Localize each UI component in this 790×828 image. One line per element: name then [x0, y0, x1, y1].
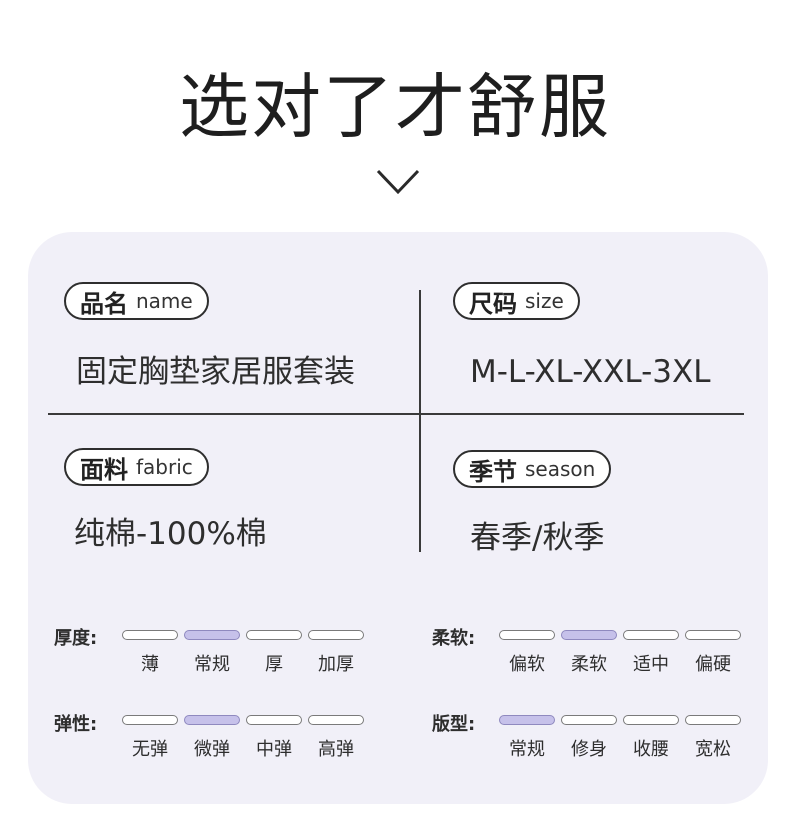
- rating-label: 柔软:: [432, 628, 476, 649]
- size-label-cn: 尺码: [469, 289, 517, 318]
- horizontal-divider: [48, 413, 744, 415]
- rating-pill: [623, 630, 679, 640]
- rating-pill: [246, 715, 302, 725]
- rating-pill: [184, 630, 240, 640]
- size-tag: 尺码 size: [453, 282, 580, 320]
- fabric-tag: 面料 fabric: [64, 448, 209, 486]
- rating-option: 常规: [509, 739, 545, 760]
- rating-option: 微弹: [194, 739, 230, 760]
- season-tag: 季节 season: [453, 450, 612, 488]
- rating-label: 厚度:: [54, 628, 98, 649]
- name-value: 固定胸垫家居服套装: [76, 354, 355, 390]
- rating-option: 常规: [194, 654, 230, 675]
- fabric-label-en: fabric: [136, 455, 193, 479]
- season-value: 春季/秋季: [470, 520, 605, 556]
- rating-option: 收腰: [633, 739, 669, 760]
- size-label-en: size: [525, 289, 564, 313]
- rating-pill: [184, 715, 240, 725]
- rating-option: 偏硬: [695, 654, 731, 675]
- rating-option: 薄: [141, 654, 159, 675]
- fabric-label-cn: 面料: [80, 455, 128, 484]
- fabric-value: 纯棉-100%棉: [74, 516, 267, 552]
- rating-pill: [685, 715, 741, 725]
- rating-pill: [122, 715, 178, 725]
- rating-pill: [308, 715, 364, 725]
- rating-option: 厚: [265, 654, 283, 675]
- rating-option: 修身: [571, 739, 607, 760]
- season-label-en: season: [525, 457, 596, 481]
- size-value: M-L-XL-XXL-3XL: [470, 354, 711, 390]
- rating-pill: [685, 630, 741, 640]
- chevron-down-icon: [376, 169, 420, 195]
- rating-option: 中弹: [256, 739, 292, 760]
- info-card: 品名 name 固定胸垫家居服套装 尺码 size M-L-XL-XXL-3XL…: [28, 232, 768, 804]
- name-label-en: name: [136, 289, 193, 313]
- rating-label: 弹性:: [54, 714, 98, 735]
- rating-label: 版型:: [432, 714, 476, 735]
- rating-pill: [499, 630, 555, 640]
- rating-pill: [623, 715, 679, 725]
- rating-pill: [499, 715, 555, 725]
- rating-option: 柔软: [571, 654, 607, 675]
- rating-option: 高弹: [318, 739, 354, 760]
- season-label-cn: 季节: [469, 457, 517, 486]
- rating-pill: [308, 630, 364, 640]
- vertical-divider: [419, 290, 421, 552]
- rating-pill: [122, 630, 178, 640]
- rating-option: 适中: [633, 654, 669, 675]
- rating-option: 偏软: [509, 654, 545, 675]
- rating-option: 加厚: [318, 654, 354, 675]
- headline: 选对了才舒服: [179, 66, 611, 148]
- rating-pill: [561, 630, 617, 640]
- rating-pill: [246, 630, 302, 640]
- rating-option: 无弹: [132, 739, 168, 760]
- rating-pill: [561, 715, 617, 725]
- name-tag: 品名 name: [64, 282, 209, 320]
- rating-option: 宽松: [695, 739, 731, 760]
- name-label-cn: 品名: [80, 289, 128, 318]
